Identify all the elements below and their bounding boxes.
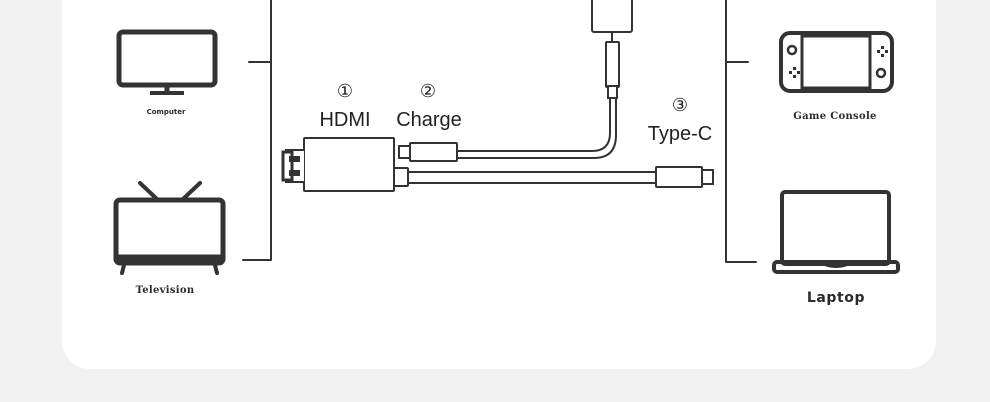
left-bracket [242, 0, 272, 261]
computer-icon [116, 29, 218, 95]
charger-icon [591, 0, 633, 99]
laptop-label: Laptop [806, 290, 866, 306]
computer-label: Computer [146, 108, 186, 116]
charge-label: Charge [396, 109, 462, 131]
laptop-icon [772, 190, 900, 274]
game-console-label: Game Console [793, 111, 877, 122]
diagram-card [62, 0, 936, 369]
hdmi-connector [281, 137, 395, 192]
typec-number: ③ [671, 95, 689, 115]
television-icon [113, 181, 226, 275]
charge-number: ② [419, 81, 437, 101]
typec-cable [393, 166, 714, 188]
hdmi-number: ① [336, 81, 354, 101]
right-bracket [725, 0, 757, 263]
television-label: Television [135, 285, 195, 296]
game-console-icon [779, 31, 894, 93]
hdmi-label: HDMI [319, 109, 371, 131]
typec-label: Type-C [647, 123, 713, 145]
charge-cable [398, 98, 617, 162]
